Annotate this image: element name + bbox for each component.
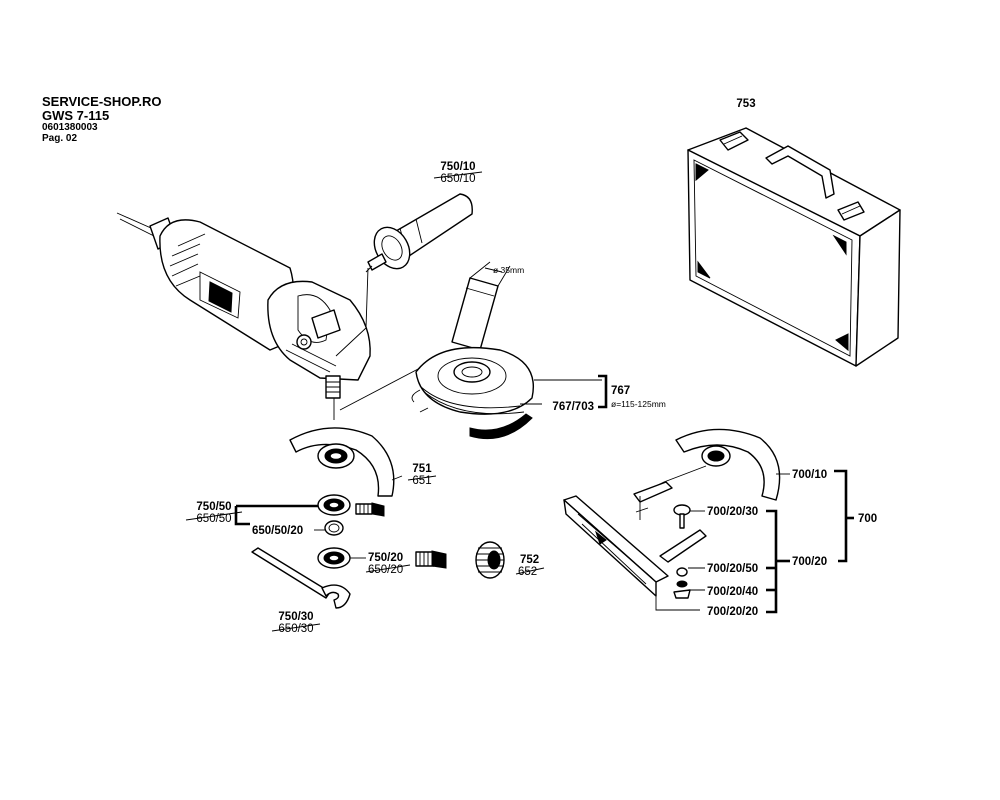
part-number: 0601380003 <box>42 122 98 133</box>
side-handle-drawing <box>365 193 473 273</box>
label-750-50: 750/50 <box>196 501 231 513</box>
label-650-50: 650/50 <box>196 513 231 525</box>
label-700-20-30: 700/20/30 <box>707 506 758 518</box>
label-753: 753 <box>736 98 755 110</box>
label-700-20-50: 700/20/50 <box>707 563 758 575</box>
label-diameter-range: ø=115-125mm <box>611 399 666 409</box>
label-diameter-35: ø 35mm <box>493 265 524 275</box>
cutting-guard-drawing <box>563 428 781 611</box>
label-750-10: 750/10 <box>440 161 475 173</box>
two-pin-spanner-drawing <box>251 547 351 609</box>
label-767-703: 767/703 <box>552 401 594 413</box>
label-652: 652 <box>518 566 537 578</box>
label-750-30: 750/30 <box>278 611 313 623</box>
label-650-20: 650/20 <box>368 564 403 576</box>
angle-grinder-drawing <box>116 212 371 420</box>
label-700-20-20: 700/20/20 <box>707 606 758 618</box>
label-700-20: 700/20 <box>792 556 827 568</box>
label-650-50-20: 650/50/20 <box>252 525 303 537</box>
label-750-20: 750/20 <box>368 552 403 564</box>
model-title: GWS 7-115 <box>42 108 110 123</box>
label-752: 752 <box>520 554 539 566</box>
shop-title: SERVICE-SHOP.RO <box>42 94 162 109</box>
quick-clamping-nut-drawing <box>475 541 505 579</box>
extraction-guard-drawing <box>339 261 602 440</box>
wheel-guard-drawing <box>289 427 403 497</box>
label-767: 767 <box>611 385 630 397</box>
label-700: 700 <box>858 513 877 525</box>
label-700-20-40: 700/20/40 <box>707 586 758 598</box>
carrying-case-drawing <box>687 127 901 367</box>
flange-and-clamp-drawing <box>317 494 385 536</box>
label-751: 751 <box>412 463 432 475</box>
label-700-10: 700/10 <box>792 469 827 481</box>
label-651: 651 <box>412 475 431 487</box>
page-number: Pag. 02 <box>42 133 78 144</box>
